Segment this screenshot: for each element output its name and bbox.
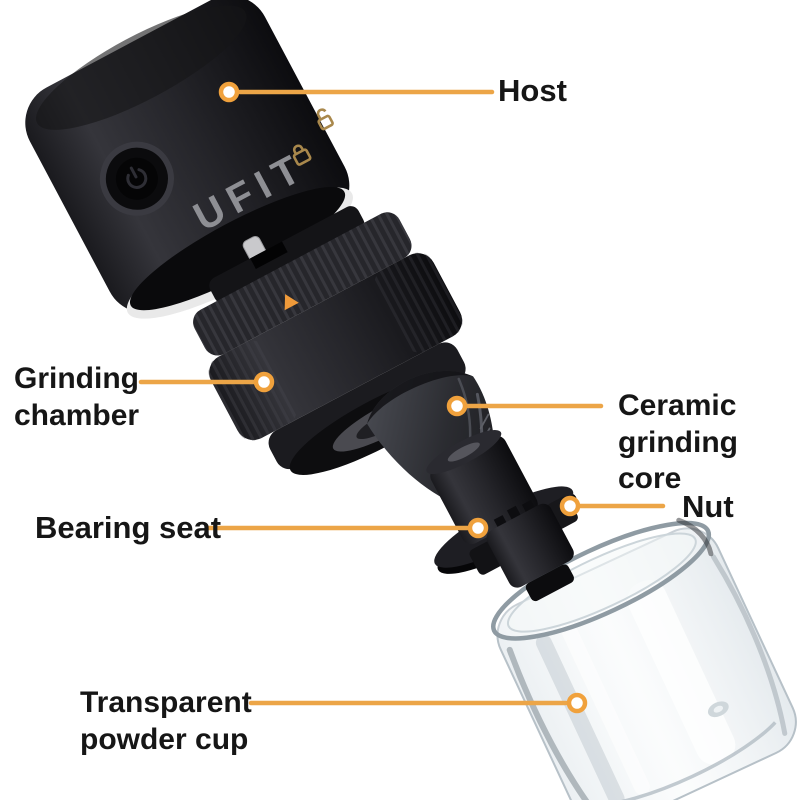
cup-rim-reflection bbox=[676, 517, 714, 557]
lock-closed-icon bbox=[292, 144, 312, 166]
chamber-top-notch bbox=[250, 241, 288, 269]
callout-bearing-seat-label: Bearing seat bbox=[35, 510, 222, 545]
chamber-top-ring bbox=[209, 206, 365, 304]
cup-highlight-left bbox=[560, 621, 650, 795]
callout-nut: Nut bbox=[682, 488, 734, 526]
host-part: UFIT bbox=[25, 0, 353, 319]
cup-edge-right bbox=[711, 554, 788, 736]
chamber-body-knurl-left bbox=[208, 340, 297, 441]
cup-dimple-center bbox=[713, 705, 724, 713]
bearing-seat-leader-dot bbox=[467, 517, 489, 539]
cup-rim-inner bbox=[506, 532, 697, 633]
ceramic-core-leader-dot bbox=[446, 395, 468, 417]
lock-open-icon bbox=[316, 108, 334, 131]
power-button[interactable] bbox=[91, 133, 183, 225]
callout-nut-label: Nut bbox=[682, 489, 734, 524]
cup-highlight-main bbox=[627, 580, 736, 765]
host-leader-dot bbox=[218, 81, 240, 103]
grinding-chamber-part bbox=[193, 206, 466, 475]
nut-body bbox=[486, 503, 574, 588]
host-top-face bbox=[36, 5, 247, 130]
nut-leader-dot bbox=[559, 495, 581, 517]
callout-grinding-chamber: Grinding chamber bbox=[14, 361, 184, 434]
cup-bottom-arc bbox=[597, 721, 777, 800]
callout-host-label: Host bbox=[498, 73, 567, 108]
powder-cup-part bbox=[491, 517, 797, 800]
callout-transparent-powder-cup-label: Transparent powder cup bbox=[80, 686, 252, 756]
callout-transparent-powder-cup: Transparent powder cup bbox=[80, 685, 320, 758]
grind-setting-marker-icon bbox=[284, 294, 299, 311]
callout-bearing-seat: Bearing seat bbox=[35, 509, 221, 547]
nut-bottom-step bbox=[525, 564, 575, 602]
callout-ceramic-grinding-core: Ceramic grinding core bbox=[618, 388, 800, 498]
core-top-cap bbox=[367, 370, 474, 424]
grinding-chamber-leader-dot bbox=[253, 371, 275, 393]
power-icon bbox=[126, 166, 148, 189]
powder-cup-leader-dot bbox=[566, 692, 588, 714]
bearing-center bbox=[447, 442, 480, 462]
callout-host: Host bbox=[498, 72, 567, 110]
host-bottom-opening bbox=[129, 187, 346, 311]
chamber-knurl-texture bbox=[193, 212, 412, 356]
cup-shade-band bbox=[535, 634, 625, 800]
leader-lines bbox=[138, 81, 666, 714]
callout-grinding-chamber-label: Grinding chamber bbox=[14, 362, 140, 432]
chamber-body-knurl-right bbox=[374, 252, 463, 353]
cup-edge-left bbox=[506, 646, 603, 800]
callout-ceramic-grinding-core-label: Ceramic grinding core bbox=[618, 389, 738, 496]
